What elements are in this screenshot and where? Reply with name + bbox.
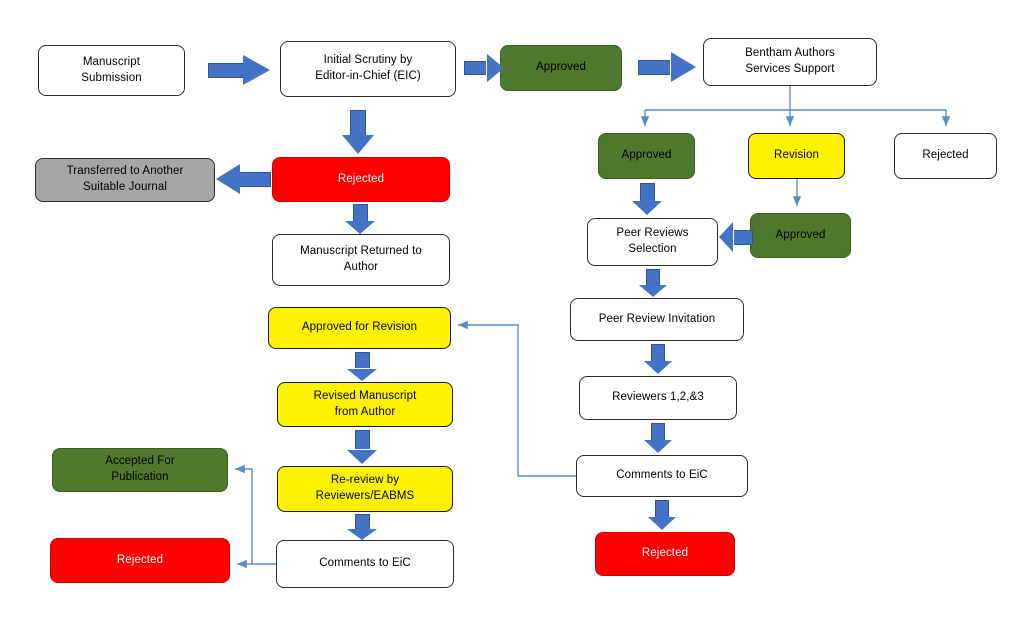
node-peer-review-invitation[interactable]: Peer Review Invitation (570, 298, 744, 341)
arrow-rejected-to-transferred (216, 164, 271, 194)
arrow-peerselect-to-invitation-head (639, 285, 667, 297)
arrow-comments-to-rejected-shaft (655, 500, 669, 517)
arrow-approvedrev-to-revised (347, 352, 377, 381)
node-initial-scrutiny[interactable]: Initial Scrutiny by Editor-in-Chief (EIC… (280, 41, 456, 97)
arrow-approved-to-bentham-head (671, 52, 696, 82)
arrow-approved-to-peerselect-shaft (639, 183, 655, 201)
arrow-scrutiny-to-rejected (342, 110, 374, 154)
node-re-review-eabms[interactable]: Re-review by Reviewers/EABMS (277, 466, 453, 512)
arrow-approvedrev-to-revised-shaft (354, 352, 370, 369)
arrow-approved-to-peerselect-head (632, 201, 662, 215)
arrow-revised-to-rereview-shaft (354, 430, 370, 450)
arrow-comments-to-rejected-head (648, 517, 676, 530)
arrow-submission-to-scrutiny-head (243, 55, 270, 85)
node-rejected-final-left[interactable]: Rejected (50, 538, 230, 583)
node-rejected-final-right[interactable]: Rejected (595, 532, 735, 576)
arrow-approved-to-peerselect (632, 183, 662, 215)
arrow-rereview-to-comments-head (347, 529, 377, 540)
arrow-approved-to-bentham-shaft (638, 59, 671, 75)
arrow-reviewers-to-comments (644, 423, 672, 453)
arrow-revised-to-rereview (347, 430, 377, 464)
arrow-rejected-to-transferred-shaft (240, 171, 271, 187)
arrow-revised-to-rereview-head (347, 450, 377, 464)
connector-commentseic-to-accepted (235, 464, 276, 565)
arrow-approved-to-bentham (638, 52, 696, 82)
arrow-approvedrev-to-peerselect-head (719, 222, 733, 252)
arrow-reviewers-to-comments-shaft (651, 423, 665, 440)
node-approved-branch[interactable]: Approved (598, 133, 695, 179)
arrow-approvedrev-to-peerselect (719, 222, 753, 252)
arrow-rejected-to-returned-shaft (352, 204, 368, 221)
node-approved-for-revision[interactable]: Approved for Revision (268, 307, 451, 349)
node-approved-eic[interactable]: Approved (500, 45, 622, 91)
arrow-scrutiny-to-approved (464, 54, 504, 82)
arrow-submission-to-scrutiny-shaft (208, 62, 243, 78)
node-manuscript-returned[interactable]: Manuscript Returned to Author (272, 234, 450, 286)
arrow-scrutiny-to-approved-shaft (464, 61, 487, 75)
arrow-approvedrev-to-peerselect-shaft (733, 229, 753, 245)
node-comments-to-eic-right[interactable]: Comments to EiC (576, 455, 748, 497)
node-transferred-journal[interactable]: Transferred to Another Suitable Journal (35, 158, 215, 202)
arrow-peerselect-to-invitation-shaft (646, 269, 660, 285)
arrow-invitation-to-reviewers (644, 344, 672, 374)
node-comments-to-eic-left[interactable]: Comments to EiC (276, 540, 454, 588)
arrow-rereview-to-comments (347, 514, 377, 540)
node-reviewers-123[interactable]: Reviewers 1,2,&3 (579, 376, 737, 420)
node-peer-reviews-selection[interactable]: Peer Reviews Selection (587, 218, 718, 266)
arrow-comments-to-rejected (648, 500, 676, 530)
arrow-peerselect-to-invitation (639, 269, 667, 297)
node-rejected-branch[interactable]: Rejected (894, 133, 997, 179)
node-approved-revision-green[interactable]: Approved (750, 213, 851, 258)
arrow-rejected-to-returned-head (345, 221, 375, 234)
arrow-submission-to-scrutiny (208, 55, 270, 85)
node-bentham-authors-services[interactable]: Bentham Authors Services Support (703, 38, 877, 86)
node-revision-branch[interactable]: Revision (748, 133, 845, 179)
arrow-rejected-to-returned (345, 204, 375, 234)
arrow-rejected-to-transferred-head (216, 164, 240, 194)
node-revised-manuscript[interactable]: Revised Manuscript from Author (277, 382, 453, 427)
arrow-scrutiny-to-approved-head (487, 54, 504, 82)
connector-bentham-split (640, 86, 951, 126)
arrow-rereview-to-comments-shaft (354, 514, 370, 529)
node-rejected-eic[interactable]: Rejected (272, 157, 450, 202)
arrow-approvedrev-to-revised-head (347, 369, 377, 381)
arrow-invitation-to-reviewers-head (644, 361, 672, 374)
arrow-scrutiny-to-rejected-head (342, 135, 374, 154)
node-accepted-for-publication[interactable]: Accepted For Publication (52, 448, 228, 492)
arrow-reviewers-to-comments-head (644, 440, 672, 453)
node-manuscript-submission[interactable]: Manuscript Submission (38, 45, 185, 96)
connector-commentseic-to-approvedrevision (458, 320, 576, 477)
arrow-scrutiny-to-rejected-shaft (350, 110, 366, 135)
arrow-invitation-to-reviewers-shaft (651, 344, 665, 361)
